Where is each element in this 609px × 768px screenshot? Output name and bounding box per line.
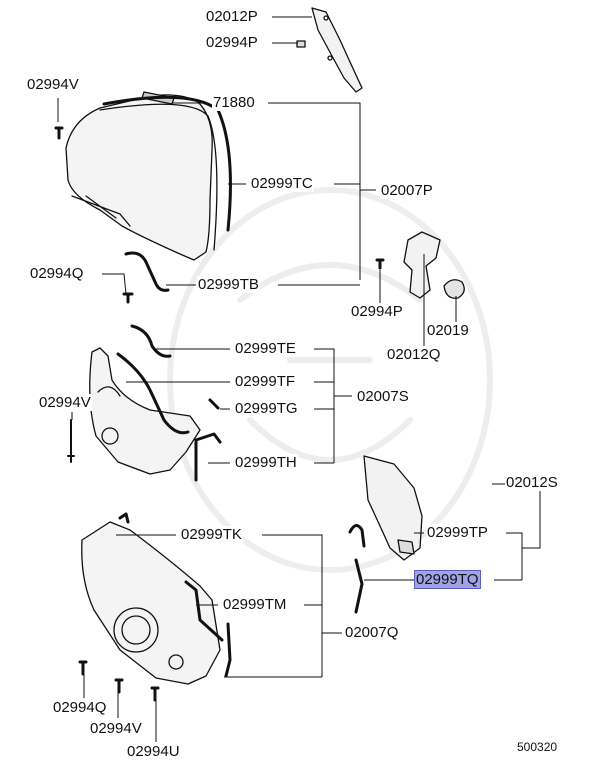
seal-02999TF-drawing xyxy=(116,352,190,435)
label-02994Q-mid: 02994Q xyxy=(29,265,85,282)
label-02999TC: 02999TC xyxy=(250,175,314,192)
cap-02019-drawing xyxy=(443,279,465,299)
bolt-02994U-drawing xyxy=(150,686,160,702)
label-02999TK: 02999TK xyxy=(180,526,243,543)
label-02994P-mid: 02994P xyxy=(350,303,404,320)
plate-02012S-drawing xyxy=(363,455,423,561)
seal-02999TQ-drawing xyxy=(354,558,364,614)
label-02999TE: 02999TE xyxy=(234,340,297,357)
label-02994V-mid: 02994V xyxy=(38,394,92,411)
label-02999TH: 02999TH xyxy=(234,454,298,471)
bolt-02994Q-mid-drawing xyxy=(122,292,134,304)
label-02019: 02019 xyxy=(426,322,470,339)
label-02007S: 02007S xyxy=(356,388,410,405)
label-02999TB: 02999TB xyxy=(197,276,260,293)
label-02007P: 02007P xyxy=(380,182,434,199)
leader-lines xyxy=(57,16,541,742)
seal-lower-right-drawing xyxy=(224,622,232,678)
seal-02999TK-drawing xyxy=(118,512,130,524)
label-02012Q: 02012Q xyxy=(386,346,442,363)
label-02999TP: 02999TP xyxy=(426,524,489,541)
label-02999TM: 02999TM xyxy=(222,596,288,613)
upper-cover-02007P-drawing xyxy=(65,94,218,261)
label-02994Q-bot: 02994Q xyxy=(52,699,108,716)
label-02012S: 02012S xyxy=(505,474,559,491)
bracket-02012Q-drawing xyxy=(403,231,441,299)
label-02994V-bot: 02994V xyxy=(89,720,143,737)
seal-02999TE-drawing xyxy=(130,324,172,358)
bolt-02994V-bot-drawing xyxy=(114,678,124,694)
bolt-02994V-mid-drawing xyxy=(67,419,75,463)
label-02994U: 02994U xyxy=(126,743,181,760)
bolt-02994P-mid-drawing xyxy=(375,258,385,270)
diagram-reference-number: 500320 xyxy=(517,740,558,754)
middle-cover-02007S-drawing xyxy=(89,347,201,475)
label-02994V-top: 02994V xyxy=(26,76,80,93)
seal-02999TG-drawing xyxy=(208,398,220,410)
seal-02999TB-drawing xyxy=(124,251,170,292)
bracket-02012P-drawing xyxy=(311,7,363,93)
watermark-emblem xyxy=(167,187,493,573)
seal-02999TH-drawing xyxy=(194,432,222,482)
bolt-02994P-top-drawing xyxy=(296,40,306,48)
bolt-02994V-top-drawing xyxy=(54,126,64,140)
label-02007Q: 02007Q xyxy=(344,624,400,641)
bolt-02994Q-bot-drawing xyxy=(78,660,88,676)
label-02999TQ-highlighted[interactable]: 02999TQ xyxy=(414,570,481,589)
lower-cover-02007Q-drawing xyxy=(81,521,221,685)
label-71880: 71880 xyxy=(212,94,256,111)
label-02999TF: 02999TF xyxy=(234,373,297,390)
seal-02999TP-drawing xyxy=(348,524,366,548)
label-02994P-top: 02994P xyxy=(205,34,259,51)
label-02999TG: 02999TG xyxy=(234,400,299,417)
label-02012P: 02012P xyxy=(205,8,259,25)
